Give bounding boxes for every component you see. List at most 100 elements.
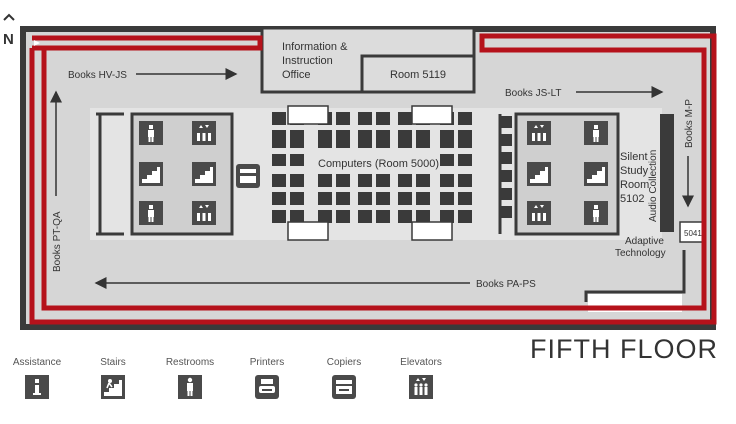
computer-desk <box>290 210 304 223</box>
computer-desk <box>398 192 412 205</box>
legend-label-assistance: Assistance <box>12 357 62 368</box>
computers-label: Computers (Room 5000) <box>318 158 439 170</box>
legend-label-restrooms: Restrooms <box>165 357 215 368</box>
computer-desk <box>500 152 512 164</box>
computer-desk <box>398 112 412 125</box>
north-indicator: N <box>3 13 15 48</box>
legend-label-copiers: Copiers <box>326 357 362 368</box>
legend-label-stairs: Stairs <box>100 357 126 368</box>
legend-item-assistance: Assistance <box>2 356 72 399</box>
computer-desk <box>416 174 430 187</box>
study-table <box>411 105 453 125</box>
computer-desk <box>440 174 454 187</box>
computer-desk <box>376 112 390 125</box>
floor-map: N Information & Instruction Office Room … <box>3 13 717 330</box>
elevator-icon <box>192 201 216 225</box>
books-pt-qa-label: Books PT-QA <box>52 211 63 272</box>
study-table <box>411 221 453 241</box>
elevator-icon <box>409 375 433 399</box>
computer-desk <box>272 154 286 166</box>
computer-desk <box>318 210 332 223</box>
computer-desk <box>318 192 332 205</box>
north-label: N <box>3 31 14 48</box>
computer-desk <box>336 192 350 205</box>
restroom-icon <box>178 375 202 399</box>
adaptive-technology-label-1: Adaptive <box>625 236 664 247</box>
bottom-right-wall <box>584 250 686 302</box>
books-m-p-label: Books M-P <box>684 99 695 148</box>
computer-desk <box>376 192 390 205</box>
computer-desk <box>358 192 372 205</box>
computer-desk <box>458 174 472 187</box>
restroom-icon <box>139 201 163 225</box>
computer-desk <box>290 174 304 187</box>
silent-study-label-3: Room <box>620 179 649 191</box>
computer-desk <box>500 188 512 200</box>
room-5041-label: 5041 <box>684 229 702 238</box>
copier-icon <box>332 375 356 399</box>
computer-desk <box>440 154 454 166</box>
computer-desk <box>290 154 304 166</box>
computer-desk <box>440 210 454 223</box>
elevator-icon <box>527 121 551 145</box>
computer-desk <box>398 210 412 223</box>
info-icon <box>25 375 49 399</box>
computer-desk <box>398 136 412 148</box>
computer-desk <box>458 154 472 166</box>
computer-desk <box>376 210 390 223</box>
restroom-icon <box>584 121 608 145</box>
computer-desk <box>398 174 412 187</box>
computer-desk <box>440 136 454 148</box>
legend-item-stairs: Stairs <box>78 356 148 399</box>
study-table <box>287 105 329 125</box>
legend-item-printers: Printers <box>232 356 302 399</box>
computer-desk <box>416 210 430 223</box>
computer-desk <box>416 192 430 205</box>
restroom-icon <box>584 201 608 225</box>
computer-desk <box>458 112 472 125</box>
computer-desk <box>358 136 372 148</box>
computer-desk <box>458 136 472 148</box>
computer-desk <box>358 174 372 187</box>
stairs-icon <box>584 162 608 186</box>
computer-desk <box>336 112 350 125</box>
computer-desk <box>290 192 304 205</box>
computer-desk <box>458 210 472 223</box>
stairs-icon <box>139 162 163 186</box>
computer-desk <box>500 206 512 218</box>
computer-desk <box>272 112 286 125</box>
route-start-marker <box>34 40 40 46</box>
audio-collection-label: Audio Collection <box>648 150 659 222</box>
computer-desk <box>272 136 286 148</box>
elevator-icon <box>192 121 216 145</box>
restroom-icon <box>139 121 163 145</box>
computer-desk <box>318 136 332 148</box>
computer-desk <box>376 136 390 148</box>
stairs-icon <box>527 162 551 186</box>
computer-desk <box>500 134 512 146</box>
computer-desk <box>358 112 372 125</box>
adaptive-technology-label-2: Technology <box>615 248 666 259</box>
floor-title: FIFTH FLOOR <box>530 334 718 364</box>
info-office-label-2: Instruction <box>282 55 333 67</box>
silent-study-label-4: 5102 <box>620 193 644 205</box>
computer-desk <box>272 174 286 187</box>
audio-collection-shelf <box>660 114 674 232</box>
computer-desk <box>290 136 304 148</box>
computer-desk <box>500 116 512 128</box>
computer-desk <box>336 210 350 223</box>
silent-study-label-1: Silent <box>620 151 648 163</box>
legend: Assistance Stairs Restrooms Printers Cop… <box>0 356 736 416</box>
computer-desk <box>440 192 454 205</box>
route-outline <box>29 33 717 325</box>
legend-item-copiers: Copiers <box>309 356 379 399</box>
room-5119-label: Room 5119 <box>390 69 446 81</box>
legend-item-elevators: Elevators <box>386 356 456 399</box>
computer-desk <box>416 136 430 148</box>
computer-desk <box>458 192 472 205</box>
room-5119-box <box>360 54 476 94</box>
computer-desk <box>500 170 512 182</box>
computer-desk <box>318 174 332 187</box>
study-table <box>287 221 329 241</box>
legend-item-restrooms: Restrooms <box>155 356 225 399</box>
